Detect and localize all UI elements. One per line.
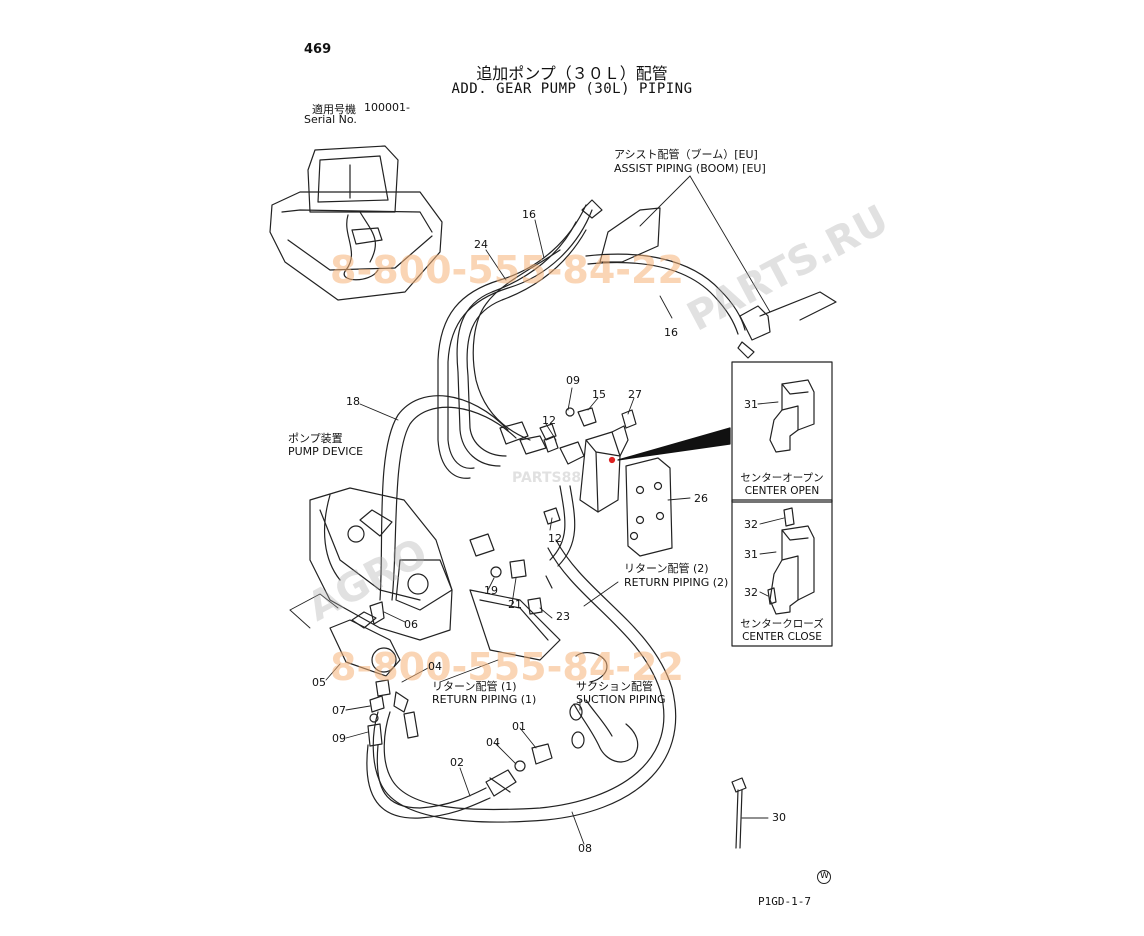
part-number-31-open: 31 [744,398,758,411]
serial-label-en: Serial No. [304,113,357,126]
part-number-16-top: 16 [522,208,536,221]
excavator-overview-illustration [269,145,443,301]
part-number-32-top: 32 [744,518,758,531]
part-number-12-bottom: 12 [548,532,562,545]
part-number-09-bottom: 09 [332,732,346,745]
part-number-32-bottom: 32 [744,586,758,599]
part-number-23: 23 [556,610,570,623]
w-symbol: W [820,871,829,881]
hose-24-16-bundle [437,204,593,479]
assist-piping-label-jp: アシスト配管（ブーム）[EU] [614,148,758,161]
part-number-12-top: 12 [542,414,556,427]
pump-device-illustration [309,487,561,661]
part-number-16-right: 16 [664,326,678,339]
center-close-caption-en: CENTER CLOSE [742,631,822,643]
w-symbol-circle [817,870,831,884]
suction-piping-label-en: SUCTION PIPING [576,693,666,706]
suction-piping [514,652,639,772]
title-english: ADD. GEAR PUMP (30L) PIPING [451,81,693,97]
fittings-cluster [469,407,637,615]
center-open-caption-jp: センターオープン [740,472,824,484]
part-number-31-close: 31 [744,548,758,561]
part-number-21: 21 [508,598,522,611]
center-open-caption-en: CENTER OPEN [744,485,820,497]
title-japanese: 追加ポンプ（３０Ｌ）配管 [476,64,668,83]
fittings-07-09 [367,695,419,747]
assist-piping-label-en: ASSIST PIPING (BOOM) [EU] [614,162,766,175]
part-number-04-bottom: 04 [486,736,500,749]
drawing-code: P1GD-1-7 [758,895,811,908]
page-number: 469 [304,42,332,57]
part-number-08: 08 [578,842,592,855]
return-piping-1-label-en: RETURN PIPING (1) [432,693,537,706]
part-number-05: 05 [312,676,326,689]
mounting-plate-26 [625,457,673,557]
detail-panels [731,361,833,647]
gear-pump-05 [329,601,409,713]
serial-label-jp: 適用号機 [312,103,356,116]
part-number-09-top: 09 [566,374,580,387]
part-number-30: 30 [772,811,786,824]
assist-piping-boom [581,199,837,359]
serial-value: 100001- [364,101,410,114]
part-number-15: 15 [592,388,606,401]
return-piping-loop [372,539,677,823]
part-number-27: 27 [628,388,642,401]
part-number-19: 19 [484,584,498,597]
part-number-06: 06 [404,618,418,631]
hose-18-loop [379,395,517,601]
part-number-26: 26 [694,492,708,505]
part-number-07: 07 [332,704,346,717]
suction-piping-label-jp: サクション配管 [576,680,653,693]
part-number-18: 18 [346,395,360,408]
pump-device-label-jp: ポンプ装置 [288,432,343,445]
valve-block [559,425,629,513]
return-piping-1-label-jp: リターン配管 (1) [432,680,517,693]
hose-02 [366,744,517,819]
part-number-02: 02 [450,756,464,769]
part-number-01: 01 [512,720,526,733]
callout-lines [289,175,785,845]
return-piping-2-label-jp: リターン配管 (2) [624,562,709,575]
part-number-24: 24 [474,238,488,251]
cable-tie-30 [731,777,747,849]
detail-pointer-arrow [608,427,731,464]
pump-device-label-en: PUMP DEVICE [288,445,364,458]
part-number-04-top: 04 [428,660,442,673]
return-piping-2-label-en: RETURN PIPING (2) [624,576,729,589]
center-close-caption-jp: センタークローズ [740,618,824,630]
